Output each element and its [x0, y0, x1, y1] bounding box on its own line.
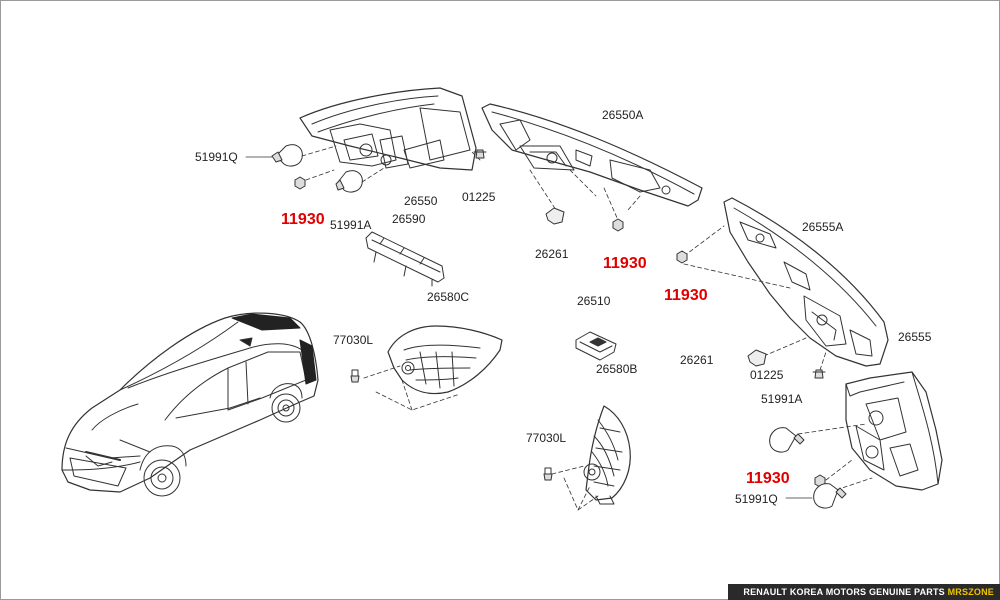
label-51991q-bottom: 51991Q	[735, 492, 778, 506]
callout-11930-right: 11930	[664, 287, 708, 304]
screw-01225-bottom	[812, 369, 826, 379]
label-77030l-b: 77030L	[526, 431, 567, 445]
guide-lines-top-left	[301, 145, 481, 183]
label-26510: 26510	[577, 294, 611, 308]
rear-lamp-inner-26555a	[723, 197, 889, 367]
guide-lines-26580c	[363, 365, 461, 411]
label-51991q-top: 51991Q	[195, 150, 238, 164]
bulb-26261-top	[545, 207, 565, 225]
nut-11930-top-left	[294, 176, 306, 190]
bulb-26261-bottom	[747, 349, 767, 367]
watermark-text: RENAULT KOREA MOTORS GENUINE PARTS	[743, 587, 945, 597]
label-51991a-top: 51991A	[330, 218, 372, 232]
label-01225-top: 01225	[462, 190, 496, 204]
nut-11930-right	[676, 250, 688, 264]
screw-77030l-b	[543, 467, 553, 481]
guide-lines-inner-right	[683, 225, 827, 371]
bulb-51991q-top	[271, 144, 303, 167]
label-26590: 26590	[392, 212, 426, 226]
label-26555a: 26555A	[802, 220, 844, 234]
screw-77030l-a	[350, 369, 360, 383]
rear-lamp-inner-26550a	[481, 103, 703, 207]
bulb-51991a-top	[335, 170, 363, 193]
label-51991a-bottom: 51991A	[761, 392, 803, 406]
license-lamp-26510	[575, 331, 617, 361]
label-26580c: 26580C	[427, 290, 470, 304]
label-26550a: 26550A	[602, 108, 644, 122]
guide-lines-inner-top	[529, 169, 641, 221]
callout-11930-top-left: 11930	[281, 211, 325, 228]
watermark-banner: RENAULT KOREA MOTORS GENUINE PARTS MRSZO…	[728, 584, 1000, 600]
label-26261-top: 26261	[535, 247, 569, 261]
bulb-51991q-bottom	[813, 483, 847, 509]
label-26261-bottom: 26261	[680, 353, 714, 367]
nut-11930-center	[612, 218, 624, 232]
label-01225-bottom: 01225	[750, 368, 784, 382]
car-illustration	[61, 312, 319, 497]
label-77030l-a: 77030L	[333, 333, 374, 347]
label-26555: 26555	[898, 330, 932, 344]
guide-lines-26580b	[551, 465, 599, 511]
watermark-brand: MRSZONE	[947, 587, 994, 597]
reflector-26580c	[387, 325, 503, 395]
label-leaders	[245, 156, 813, 499]
rear-lamp-outer-26550	[299, 87, 477, 171]
callout-11930-bottom: 11930	[746, 470, 790, 487]
callout-11930-center: 11930	[603, 255, 647, 272]
reflector-26580b	[583, 405, 631, 505]
screw-01225-top	[473, 149, 487, 159]
bulb-51991a-bottom	[769, 427, 805, 453]
label-26550: 26550	[404, 194, 438, 208]
rear-lamp-outer-26555	[845, 371, 943, 491]
bracket-26590	[365, 231, 445, 287]
label-26580b: 26580B	[596, 362, 638, 376]
